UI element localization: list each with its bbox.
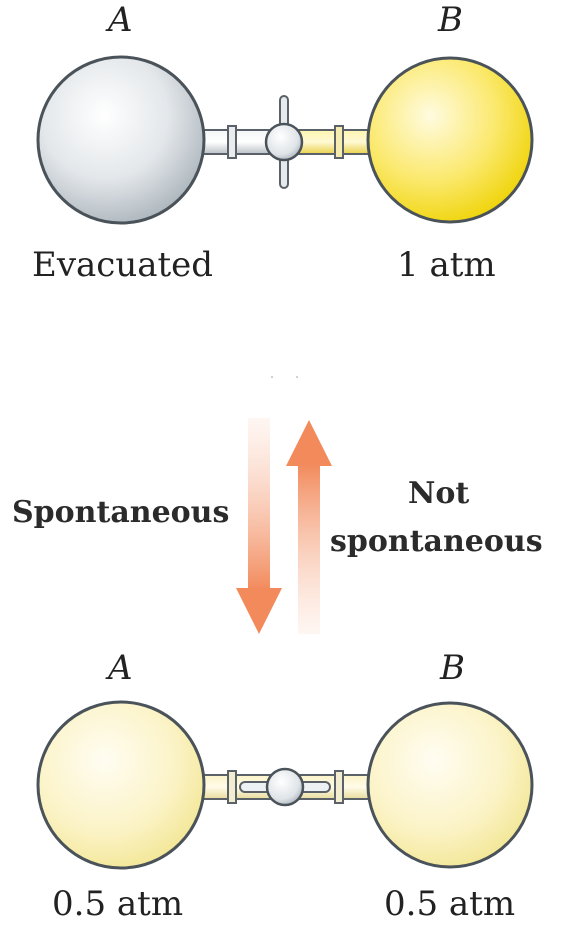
spontaneous-label: Spontaneous xyxy=(12,495,230,530)
top-flask-b-state: 1 atm xyxy=(397,245,496,285)
top-apparatus xyxy=(36,55,534,225)
bottom-flask-a-label: A xyxy=(108,648,133,688)
bottom-apparatus xyxy=(36,700,534,870)
top-flask-b-label: B xyxy=(438,0,463,40)
arrow-up-not-spontaneous xyxy=(286,420,332,634)
process-arrows xyxy=(236,376,332,634)
arrow-down-spontaneous xyxy=(236,418,282,634)
not-spontaneous-label-line2: spontaneous xyxy=(330,524,543,559)
not-spontaneous-label-line1: Not xyxy=(408,476,470,511)
top-flask-b xyxy=(366,56,534,224)
top-flask-a xyxy=(36,55,206,225)
bottom-flask-a xyxy=(36,700,206,870)
bottom-flask-b-state: 0.5 atm xyxy=(384,884,516,924)
top-flask-a-state: Evacuated xyxy=(32,245,214,285)
bottom-stopcock-open xyxy=(239,767,331,807)
bottom-flask-b-label: B xyxy=(440,648,465,688)
top-stopcock-closed xyxy=(264,95,304,189)
top-flask-a-label: A xyxy=(108,0,133,40)
bottom-flask-a-state: 0.5 atm xyxy=(52,884,184,924)
bottom-flask-b xyxy=(366,701,534,869)
